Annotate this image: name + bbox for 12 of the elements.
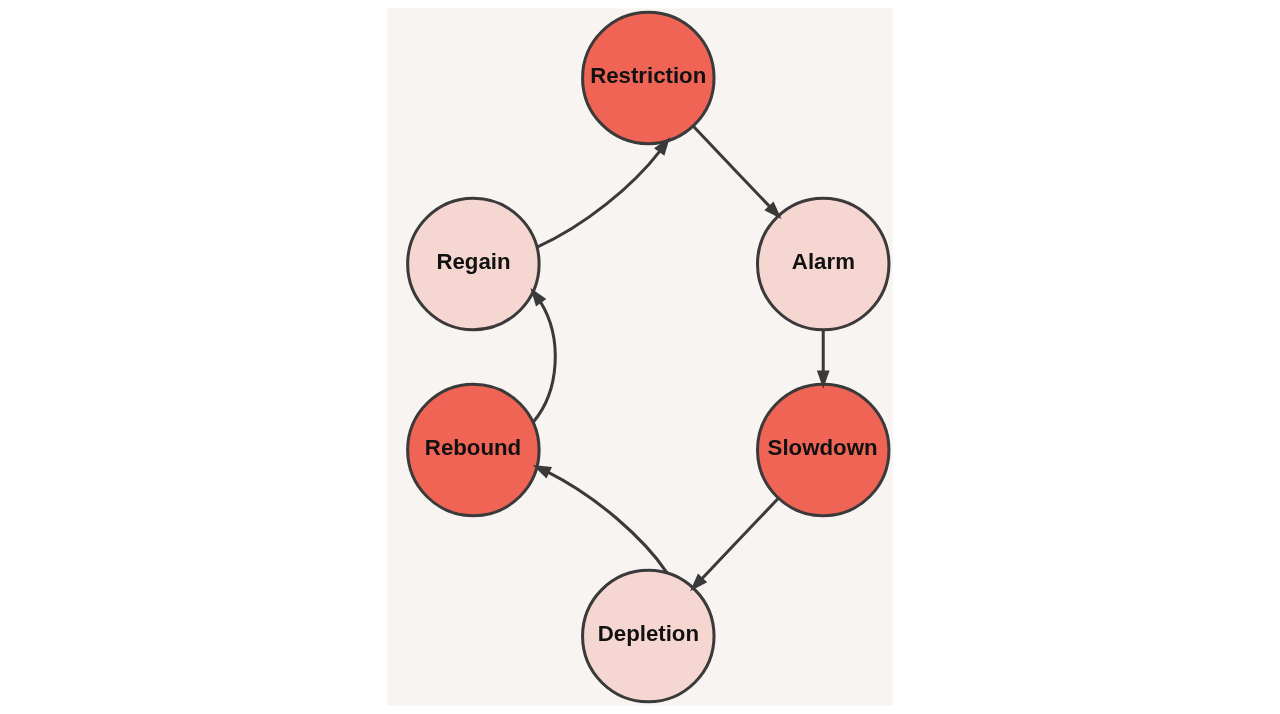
node-circle: Slowdown <box>756 382 891 518</box>
arrow <box>690 497 780 592</box>
node-circle: Regain <box>406 196 541 332</box>
arrow <box>692 125 782 220</box>
arrow <box>532 464 669 574</box>
node-circle: Restriction <box>581 10 716 146</box>
node-circle: Depletion <box>581 568 716 704</box>
node-circle: Rebound <box>406 382 541 518</box>
arrow <box>536 137 670 249</box>
arrow <box>816 329 830 389</box>
arrow <box>530 288 557 424</box>
node-circle: Alarm <box>756 196 891 332</box>
